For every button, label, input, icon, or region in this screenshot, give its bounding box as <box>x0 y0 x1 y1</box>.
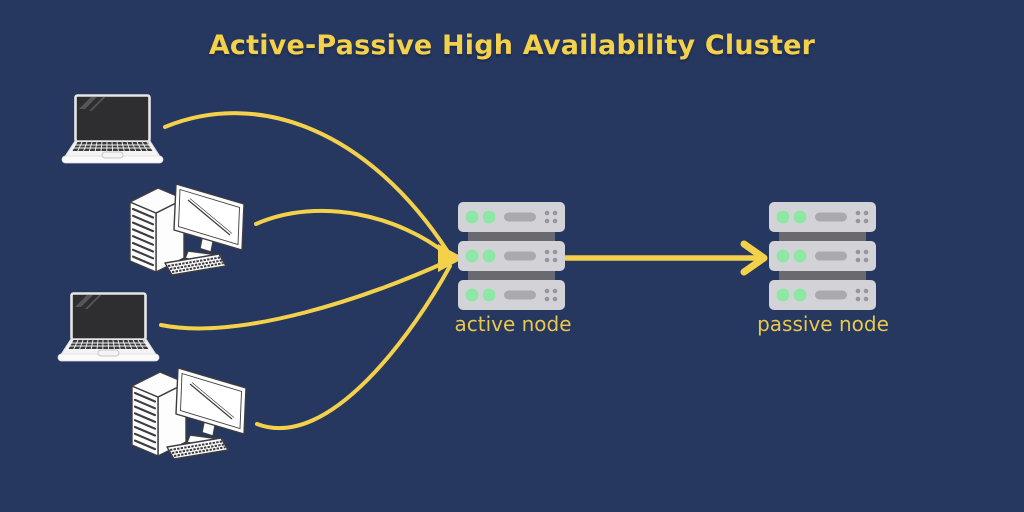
active-server-icon <box>458 202 565 310</box>
connector-laptop2-active <box>159 259 450 331</box>
connector-desktop2-active <box>255 264 452 431</box>
connector-laptop1-active <box>163 111 450 254</box>
passive-node-label: passive node <box>757 312 889 336</box>
laptop-icon <box>60 94 165 164</box>
diagram-title: Active-Passive High Availability Cluster <box>208 30 816 61</box>
passive-server-icon <box>769 202 876 310</box>
desktop-computer-icon <box>120 356 260 476</box>
replication-arrowhead <box>740 240 768 276</box>
desktop-computer-icon <box>118 172 258 292</box>
laptop-icon <box>56 292 161 362</box>
convergence-arrowhead <box>438 244 464 272</box>
active-node-label: active node <box>454 312 572 336</box>
connector-desktop1-active <box>254 208 450 257</box>
